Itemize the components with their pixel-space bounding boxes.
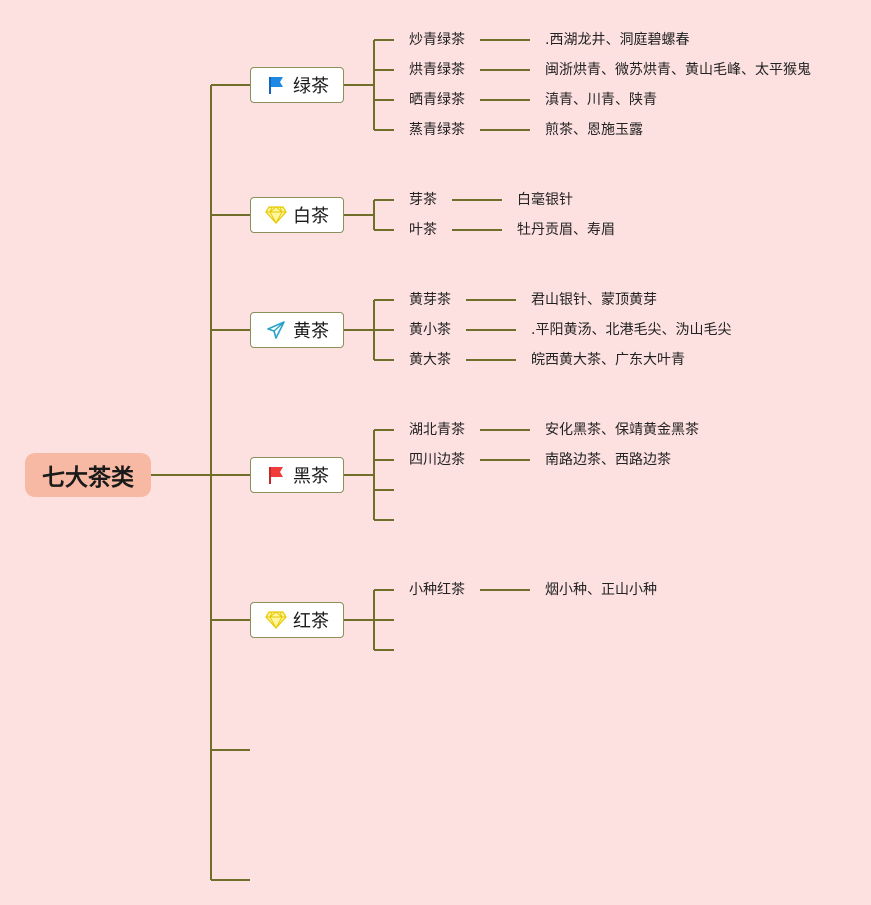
branch-label: 红茶	[293, 611, 329, 632]
branch-1[interactable]: 绿茶	[250, 67, 344, 103]
diamond-icon	[265, 204, 287, 226]
branch-label: 黄茶	[293, 321, 329, 342]
detail-label[interactable]: 皖西黄大茶、广东大叶青	[531, 352, 685, 368]
branch-4[interactable]: 黑茶	[250, 457, 344, 493]
subtopic-label[interactable]: 湖北青茶	[409, 422, 465, 438]
paper-plane-icon	[265, 319, 287, 341]
detail-label[interactable]: .西湖龙井、洞庭碧螺春	[545, 32, 690, 48]
detail-label[interactable]: 安化黑茶、保靖黄金黑茶	[545, 422, 699, 438]
detail-label[interactable]: 滇青、川青、陕青	[545, 92, 657, 108]
subtopic-label[interactable]: 黄大茶	[409, 352, 451, 368]
branch-label: 绿茶	[293, 76, 329, 97]
subtopic-label[interactable]: 炒青绿茶	[409, 32, 465, 48]
subtopic-label[interactable]: 小种红茶	[409, 582, 465, 598]
detail-label[interactable]: 牡丹贡眉、寿眉	[517, 222, 615, 238]
subtopic-label[interactable]: 黄小茶	[409, 322, 451, 338]
subtopic-label[interactable]: 芽茶	[409, 192, 437, 208]
subtopic-label[interactable]: 蒸青绿茶	[409, 122, 465, 138]
detail-label[interactable]: 烟小种、正山小种	[545, 582, 657, 598]
subtopic-label[interactable]: 黄芽茶	[409, 292, 451, 308]
branch-label: 黑茶	[293, 466, 329, 487]
detail-label[interactable]: 白毫银针	[517, 192, 573, 208]
branch-5[interactable]: 红茶	[250, 602, 344, 638]
branch-label: 白茶	[293, 206, 329, 227]
detail-label[interactable]: 君山银针、蒙顶黄芽	[531, 292, 657, 308]
detail-label[interactable]: 南路边茶、西路边茶	[545, 452, 671, 468]
subtopic-label[interactable]: 烘青绿茶	[409, 62, 465, 78]
subtopic-label[interactable]: 四川边茶	[409, 452, 465, 468]
diamond-icon	[265, 609, 287, 631]
branch-3[interactable]: 黄茶	[250, 312, 344, 348]
subtopic-label[interactable]: 晒青绿茶	[409, 92, 465, 108]
branch-2[interactable]: 白茶	[250, 197, 344, 233]
subtopic-label[interactable]: 叶茶	[409, 222, 437, 238]
blue-flag-icon	[265, 74, 287, 96]
detail-label[interactable]: .平阳黄汤、北港毛尖、沩山毛尖	[531, 322, 732, 338]
detail-label[interactable]: 煎茶、恩施玉露	[545, 122, 643, 138]
red-flag-icon	[265, 464, 287, 486]
root-topic[interactable]: 七大茶类	[25, 453, 151, 497]
detail-label[interactable]: 闽浙烘青、微苏烘青、黄山毛峰、太平猴鬼	[545, 62, 811, 78]
